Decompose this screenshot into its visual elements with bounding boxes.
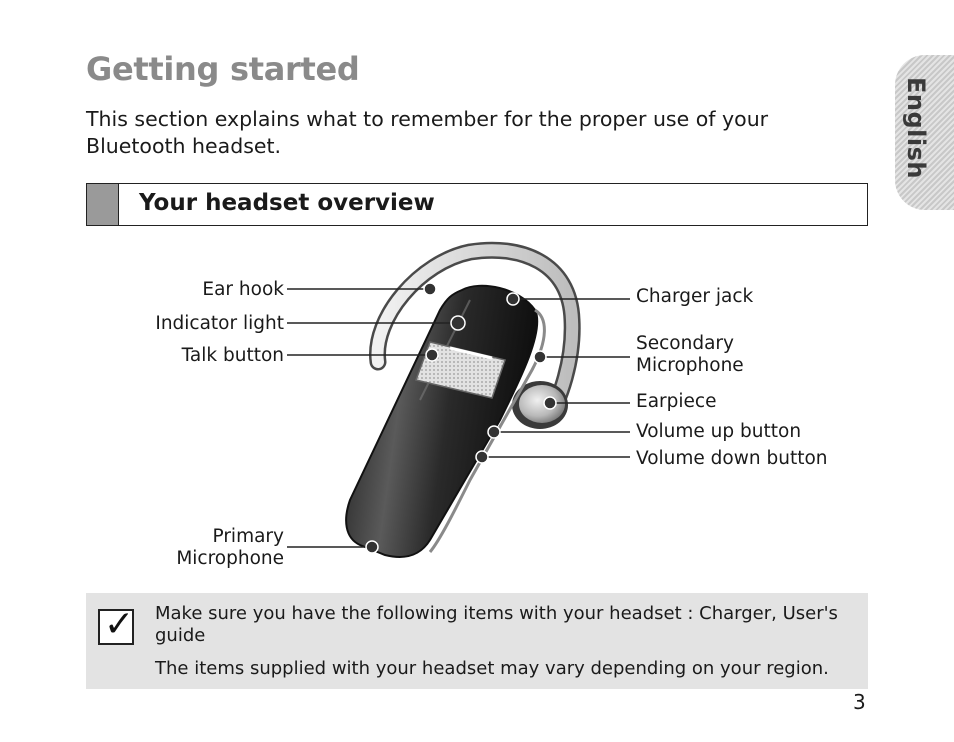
intro-text: This section explains what to remember f… [86, 107, 769, 158]
dot-primary-mic [365, 540, 379, 554]
checkbox-check-icon: ✓ [98, 605, 134, 645]
page-number: 3 [853, 690, 866, 714]
language-tab: English [895, 55, 954, 210]
dot-earpiece [543, 396, 557, 410]
dot-ear-hook [423, 282, 437, 296]
dot-secondary-mic [533, 350, 547, 364]
ear-hook-shape [369, 241, 581, 427]
dot-charger-jack [506, 292, 520, 306]
label-earpiece: Earpiece [636, 391, 717, 412]
section-marker [87, 184, 119, 225]
label-volume-down: Volume down button [636, 448, 828, 469]
dot-indicator-light [450, 315, 466, 331]
label-volume-up: Volume up button [636, 421, 802, 442]
label-primary-mic-line2: Microphone [176, 548, 284, 569]
earpiece-shape [512, 381, 568, 429]
note-box: ✓ Make sure you have the following items… [86, 593, 868, 689]
dot-talk-button [425, 348, 439, 362]
label-talk-button: Talk button [181, 345, 284, 366]
dot-volume-up [487, 425, 501, 439]
label-secondary-mic-line2: Microphone [636, 355, 744, 376]
section-heading: Your headset overview [139, 190, 435, 216]
label-primary-mic-line1: Primary [212, 526, 285, 547]
note-line-2: The items supplied with your headset may… [155, 658, 829, 679]
page-title: Getting started [86, 50, 360, 88]
label-charger-jack: Charger jack [636, 286, 754, 307]
label-secondary-mic-line1: Secondary [636, 333, 734, 354]
language-tab-label: English [902, 77, 930, 179]
dot-volume-down [475, 450, 489, 464]
label-indicator-light: Indicator light [155, 313, 284, 334]
section-header: Your headset overview [86, 183, 868, 226]
label-ear-hook: Ear hook [202, 279, 284, 300]
note-line-1: Make sure you have the following items w… [155, 603, 838, 646]
